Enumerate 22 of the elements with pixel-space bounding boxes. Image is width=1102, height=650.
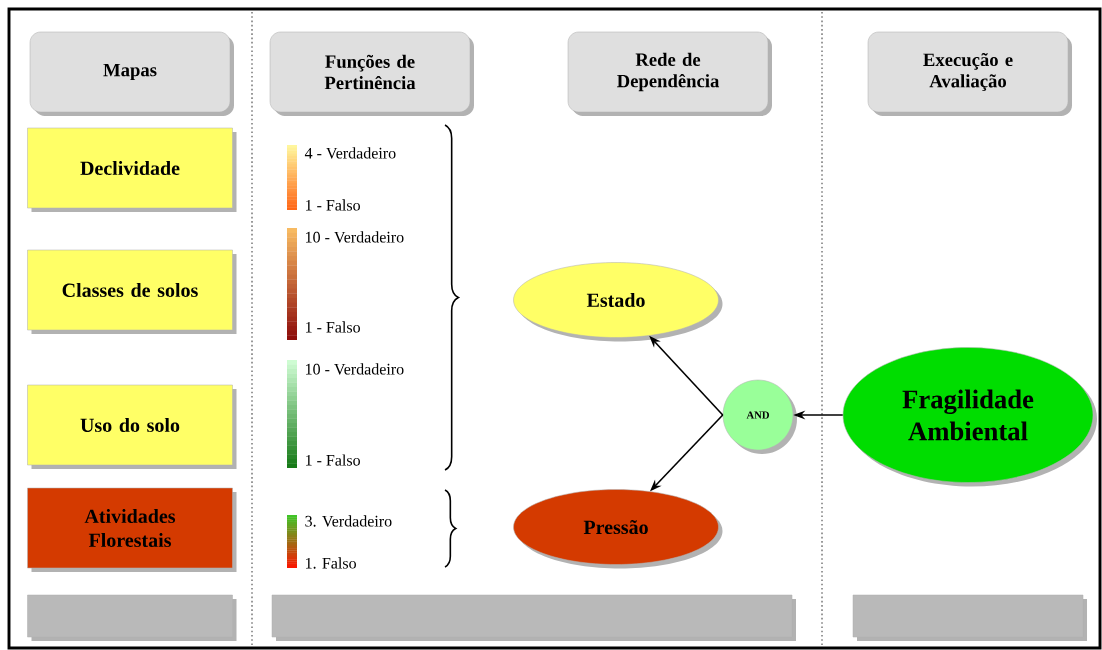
scale-label: 1 - Falso [306,199,360,211]
footer-bar [852,594,1087,641]
scale-label: 10 - Verdadeiro [306,363,404,375]
scale-label: 10 - Verdadeiro [306,231,404,243]
column-header: Funções de Pertinência [269,31,474,116]
map-box: Atividades Florestais [27,487,237,572]
scale-label: 1. Falso [306,557,356,569]
scale-label: 1 - Falso [306,321,360,333]
map-box: Uso do solo [27,384,237,469]
footer-bar [271,594,796,641]
column-header: Rede de Dependência [567,31,772,116]
scale-label: 4 - Verdadeiro [304,147,396,159]
ellipse-node: Fragilidade Ambiental [842,347,1097,487]
map-box: Classes de solos [27,249,237,334]
ellipse-node: Estado [513,262,723,342]
column-header: Mapas [29,31,234,116]
scale-label: 1 - Falso [306,454,360,466]
column-header: Execução e Avaliação [867,31,1072,116]
footer-bar [27,594,237,641]
map-box: Declividade [27,127,237,212]
ellipse-node: Pressão [513,489,723,569]
scale-label: 3. Verdadeiro [305,515,392,527]
